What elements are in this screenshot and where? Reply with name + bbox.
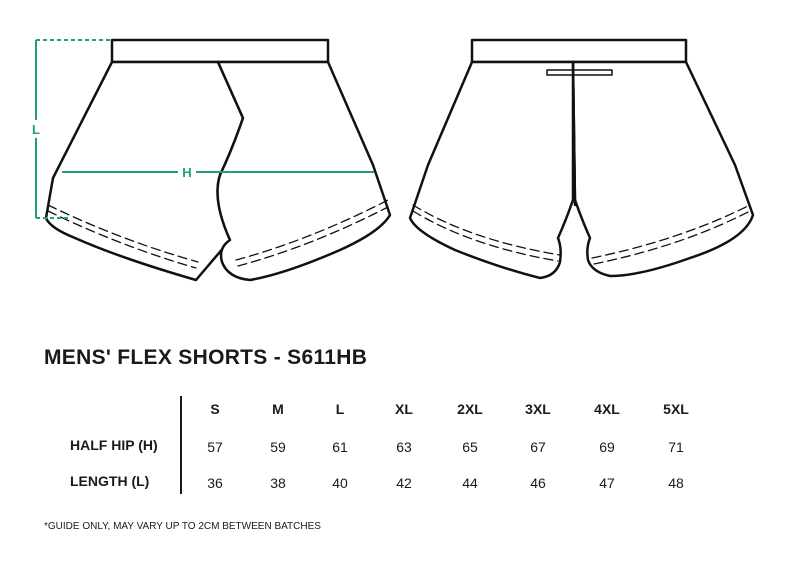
back-body — [408, 60, 755, 280]
length-5xl: 48 — [668, 475, 684, 491]
page-title: MENS' FLEX SHORTS - S611HB — [44, 346, 368, 369]
row-label-length: LENGTH (L) — [70, 473, 150, 489]
size-header-m: M — [272, 401, 284, 417]
hip-label-bg — [178, 164, 196, 180]
length-3xl: 46 — [530, 475, 546, 491]
half-hip-l: 61 — [332, 439, 348, 455]
length-label: L — [32, 122, 40, 137]
length-2xl: 44 — [462, 475, 478, 491]
size-header-4xl: 4XL — [594, 401, 620, 417]
front-waistband — [110, 38, 330, 64]
half-hip-2xl: 65 — [462, 439, 478, 455]
length-s: 36 — [207, 475, 223, 491]
half-hip-3xl: 67 — [530, 439, 546, 455]
back-view — [408, 38, 755, 280]
half-hip-s: 57 — [207, 439, 223, 455]
back-stitching — [412, 204, 751, 265]
row-label-half-hip: HALF HIP (H) — [70, 437, 158, 453]
size-header-5xl: 5XL — [663, 401, 689, 417]
length-xl: 42 — [396, 475, 412, 491]
length-label-bg — [28, 120, 44, 138]
shorts-diagram: L H — [28, 38, 755, 282]
half-hip-xl: 63 — [396, 439, 412, 455]
length-m: 38 — [270, 475, 286, 491]
length-l: 40 — [332, 475, 348, 491]
size-header-xl: XL — [395, 401, 413, 417]
back-center-seam — [571, 60, 577, 207]
half-hip-4xl: 69 — [599, 439, 615, 455]
table-divider — [180, 396, 182, 494]
half-hip-m: 59 — [270, 439, 286, 455]
size-header-3xl: 3XL — [525, 401, 551, 417]
hip-label: H — [182, 165, 191, 180]
back-pocket — [546, 69, 613, 76]
back-waistband — [470, 38, 688, 64]
size-header-s: S — [210, 401, 220, 417]
half-hip-5xl: 71 — [668, 439, 684, 455]
length-4xl: 47 — [599, 475, 615, 491]
size-header-l: L — [335, 401, 345, 417]
size-header-2xl: 2XL — [457, 401, 483, 417]
front-view — [44, 38, 392, 282]
disclaimer-footnote: *GUIDE ONLY, MAY VARY UP TO 2CM BETWEEN … — [44, 521, 321, 532]
